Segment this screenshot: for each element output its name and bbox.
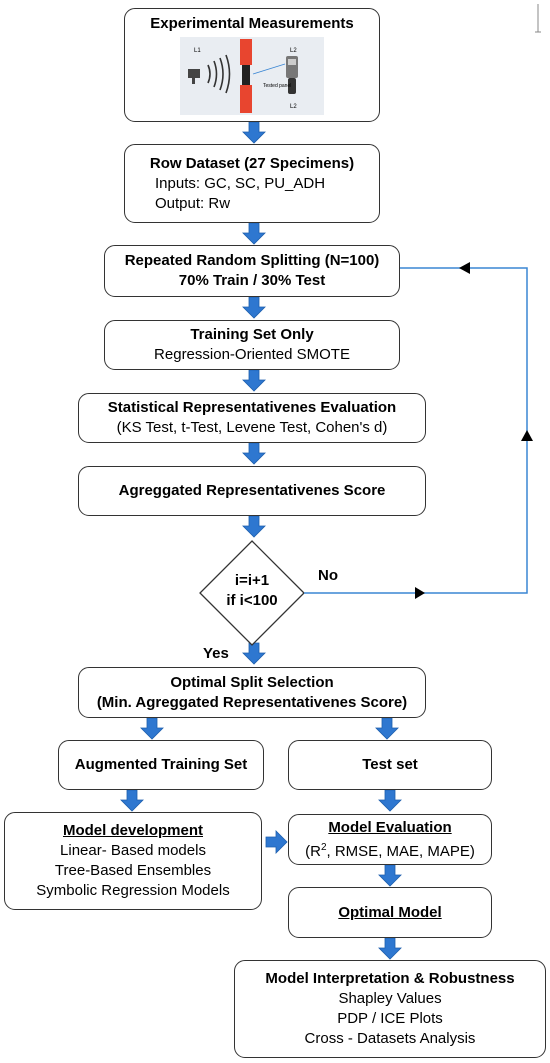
model-development-item: Tree-Based Ensembles bbox=[54, 862, 212, 879]
decision-line1: i=i+1 bbox=[234, 572, 270, 589]
loop-arrowhead-up bbox=[521, 430, 533, 441]
training-only-box: Training Set Only Regression-Oriented SM… bbox=[104, 320, 400, 370]
training-only-title: Training Set Only bbox=[190, 326, 314, 343]
splitting-box: Repeated Random Splitting (N=100) 70% Tr… bbox=[104, 245, 400, 297]
arrow-test-to-model-eval bbox=[378, 789, 402, 812]
statistical-box: Statistical Representativenes Evaluation… bbox=[78, 393, 426, 443]
dataset-output: Output: Rw bbox=[155, 194, 231, 212]
arrow-model-dev-to-eval bbox=[265, 830, 288, 854]
model-development-item: Symbolic Regression Models bbox=[36, 882, 230, 899]
interpretation-box: Model Interpretation & Robustness Shaple… bbox=[234, 960, 546, 1058]
dataset-inputs: Inputs: GC, SC, PU_ADH bbox=[155, 174, 326, 192]
arrow-dataset-to-splitting bbox=[242, 222, 266, 245]
arrow-aggregated-to-decision bbox=[242, 515, 266, 538]
pointer-line bbox=[252, 63, 286, 75]
experimental-measurements-title: Experimental Measurements bbox=[150, 15, 354, 32]
panel-lower bbox=[240, 85, 252, 113]
interpretation-item: PDP / ICE Plots bbox=[337, 1010, 443, 1027]
model-evaluation-title: Model Evaluation bbox=[328, 818, 452, 836]
source-label: L1 bbox=[194, 48, 201, 54]
arrow-training-to-statistical bbox=[242, 369, 266, 392]
model-evaluation-metrics: (R2, RMSE, MAE, MAPE) bbox=[305, 841, 475, 860]
panel-upper bbox=[240, 39, 252, 65]
experimental-measurements-box: Experimental Measurements L1 L2 Tested p… bbox=[124, 8, 380, 122]
measurement-setup-illustration: L1 L2 Tested panel L2 bbox=[180, 37, 324, 115]
model-development-title: Model development bbox=[62, 822, 204, 839]
dataset-box: Row Dataset (27 Specimens) Inputs: GC, S… bbox=[124, 144, 380, 223]
meter-label: L2 bbox=[290, 48, 297, 54]
dataset-title: Row Dataset (27 Specimens) bbox=[149, 154, 355, 172]
aggregated-title: Agreggated Representativenes Score bbox=[118, 482, 386, 499]
decision-yes-label: Yes bbox=[203, 645, 229, 662]
panel-label: Tested panel bbox=[263, 83, 291, 89]
interpretation-title: Model Interpretation & Robustness bbox=[265, 970, 515, 987]
decision-diamond bbox=[199, 540, 305, 646]
arrow-splitting-to-training bbox=[242, 296, 266, 319]
arrow-to-augmented bbox=[140, 717, 164, 740]
optimal-model-title: Optimal Model bbox=[338, 903, 442, 921]
sound-waves-icon bbox=[207, 54, 231, 94]
decision-line2: if i<100 bbox=[226, 592, 278, 609]
loop-arrowhead-right bbox=[415, 587, 425, 599]
sound-level-meter-icon bbox=[286, 56, 298, 94]
bottom-label: L2 bbox=[290, 104, 297, 110]
model-evaluation-box: Model Evaluation (R2, RMSE, MAE, MAPE) bbox=[288, 814, 492, 865]
arrow-optimal-model-to-interpretation bbox=[378, 937, 402, 960]
statistical-title: Statistical Representativenes Evaluation bbox=[107, 399, 397, 416]
interpretation-item: Shapley Values bbox=[338, 990, 442, 1007]
arrow-augmented-to-model-dev bbox=[120, 789, 144, 812]
splitting-title: Repeated Random Splitting (N=100) bbox=[124, 252, 380, 269]
optimal-split-box: Optimal Split Selection (Min. Agreggated… bbox=[78, 667, 426, 718]
decision-no-label: No bbox=[318, 567, 338, 584]
arrow-decision-to-optimal-split bbox=[242, 642, 266, 665]
test-set-box: Test set bbox=[288, 740, 492, 790]
model-development-item: Linear- Based models bbox=[60, 842, 206, 859]
splitting-subtitle: 70% Train / 30% Test bbox=[178, 272, 326, 289]
test-set-title: Test set bbox=[362, 756, 418, 773]
optimal-split-subtitle: (Min. Agreggated Representativenes Score… bbox=[96, 693, 408, 711]
loop-arrowhead-left bbox=[459, 262, 470, 274]
optimal-model-box: Optimal Model bbox=[288, 887, 492, 938]
augmented-title: Augmented Training Set bbox=[74, 756, 248, 773]
tested-panel bbox=[242, 65, 250, 85]
arrow-eval-to-optimal-model bbox=[378, 864, 402, 887]
model-development-box: Model development Linear- Based models T… bbox=[4, 812, 262, 910]
speaker-icon bbox=[188, 69, 200, 84]
optimal-split-title: Optimal Split Selection bbox=[170, 673, 334, 691]
statistical-subtitle: (KS Test, t-Test, Levene Test, Cohen's d… bbox=[116, 419, 388, 436]
arrow-experimental-to-dataset bbox=[242, 121, 266, 144]
arrow-statistical-to-aggregated bbox=[242, 442, 266, 465]
interpretation-item: Cross - Datasets Analysis bbox=[304, 1030, 476, 1047]
arrow-to-test-set bbox=[375, 717, 399, 740]
aggregated-box: Agreggated Representativenes Score bbox=[78, 466, 426, 516]
augmented-box: Augmented Training Set bbox=[58, 740, 264, 790]
training-only-subtitle: Regression-Oriented SMOTE bbox=[154, 346, 350, 363]
